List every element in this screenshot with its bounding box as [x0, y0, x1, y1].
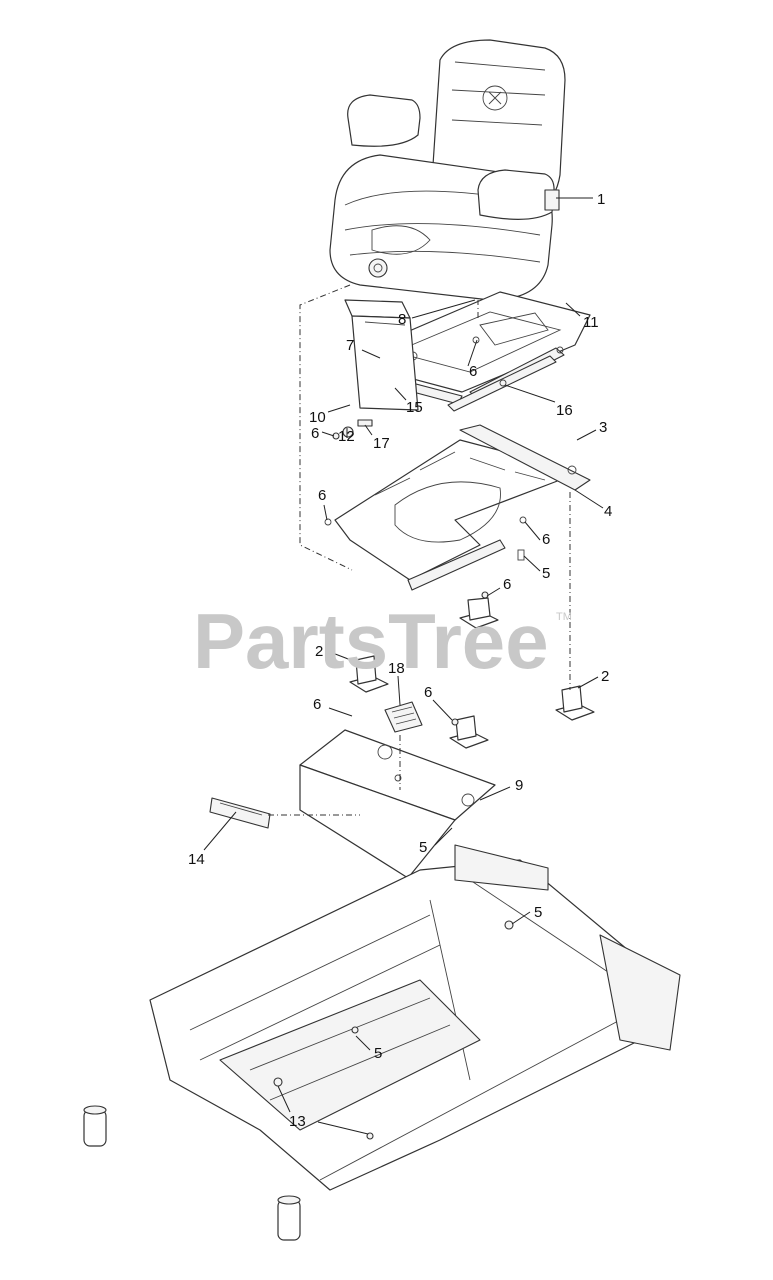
watermark-text: PartsTree: [193, 597, 549, 685]
callout-11[interactable]: 11: [583, 314, 599, 331]
seat-support-panel[interactable]: [299, 729, 496, 879]
watermark-trademark: TM: [556, 611, 572, 623]
callout-15[interactable]: 15: [406, 399, 423, 416]
callout-6-frame-left[interactable]: 6: [318, 487, 326, 504]
isolator-mount-right[interactable]: [555, 685, 595, 721]
seat-sub-frame[interactable]: [324, 424, 591, 591]
callout-2-right[interactable]: 2: [601, 668, 609, 685]
callout-2-left[interactable]: 2: [315, 643, 323, 660]
latch-bracket[interactable]: [332, 299, 419, 440]
callout-13[interactable]: 13: [289, 1113, 306, 1130]
callout-18[interactable]: 18: [388, 660, 405, 677]
callout-6-bracket[interactable]: 6: [311, 425, 319, 442]
callout-12[interactable]: 12: [338, 428, 355, 445]
slide-rail[interactable]: [447, 346, 564, 412]
callout-3[interactable]: 3: [599, 419, 607, 436]
callout-10[interactable]: 10: [309, 409, 326, 426]
callout-4[interactable]: 4: [604, 503, 612, 520]
isolator-mount-center[interactable]: [459, 591, 499, 629]
callout-9[interactable]: 9: [515, 777, 523, 794]
callout-6-panel-left[interactable]: 6: [313, 696, 321, 713]
model-badge[interactable]: [209, 797, 271, 829]
callout-5-frame[interactable]: 5: [542, 565, 550, 582]
isolator-mount-rear[interactable]: [449, 715, 489, 749]
callout-labels: 1 8 11 7 6 15 10 16 6 12 17 3 4 6 6 5 6 …: [188, 191, 612, 1130]
callout-5-panel[interactable]: 5: [419, 839, 427, 856]
callout-5-frame-lower[interactable]: 5: [374, 1045, 382, 1062]
main-frame[interactable]: [83, 844, 681, 1241]
callout-6-panel-right[interactable]: 6: [424, 684, 432, 701]
callout-6-plate[interactable]: 6: [469, 363, 477, 380]
assembly-dashed-lines: [268, 284, 571, 816]
callout-5-frame-upper[interactable]: 5: [534, 904, 542, 921]
callout-8[interactable]: 8: [398, 311, 406, 328]
isolator-mount-left[interactable]: [349, 655, 389, 693]
watermark: PartsTree TM: [193, 597, 572, 685]
callout-7[interactable]: 7: [346, 337, 354, 354]
callout-17[interactable]: 17: [373, 435, 390, 452]
callout-6-frame-right[interactable]: 6: [542, 531, 550, 548]
leader-lines: [203, 197, 604, 1135]
callout-6-mount[interactable]: 6: [503, 576, 511, 593]
seat-assembly[interactable]: [329, 39, 566, 301]
callout-1[interactable]: 1: [597, 191, 605, 208]
decal-label[interactable]: [384, 701, 423, 733]
callout-16[interactable]: 16: [556, 402, 573, 419]
callout-14[interactable]: 14: [188, 851, 205, 868]
